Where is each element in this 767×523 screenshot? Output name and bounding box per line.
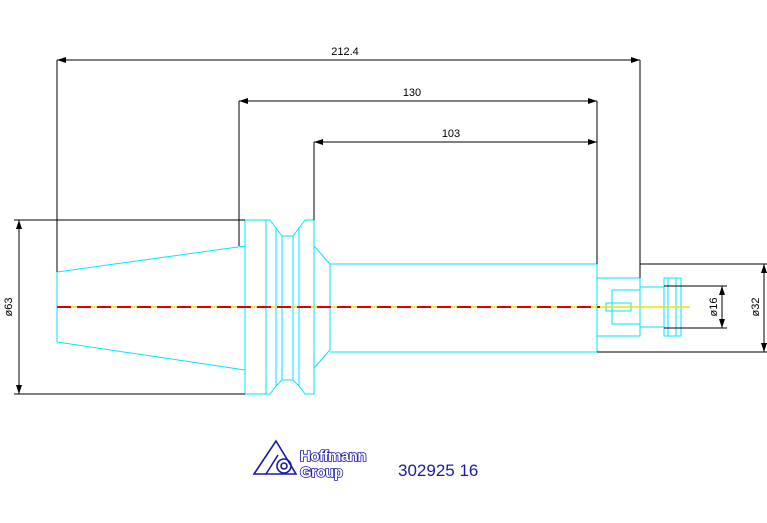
- arrow: [761, 264, 767, 273]
- arrow: [761, 343, 767, 352]
- dim-label-d32: ø32: [750, 298, 762, 317]
- arrow: [16, 220, 22, 229]
- arrow: [239, 98, 248, 104]
- dimension-lines: [14, 59, 767, 395]
- arrow: [588, 139, 597, 145]
- dim-label-flange: 103: [442, 128, 460, 140]
- arrow: [631, 57, 640, 63]
- hoffmann-logo-icon: [252, 439, 298, 475]
- dim-label-d16: ø16: [708, 298, 720, 317]
- arrow: [57, 57, 66, 63]
- arrowheads: [16, 57, 767, 394]
- arrow: [588, 98, 597, 104]
- brand-logo: Hoffmann Group: [252, 439, 368, 482]
- brand-line1: Hoffmann: [300, 448, 366, 465]
- dim-label-d63: ø63: [3, 298, 15, 317]
- arrow: [719, 286, 725, 295]
- arrow: [314, 139, 323, 145]
- dim-label-overall: 212.4: [331, 46, 359, 58]
- arrow: [16, 385, 22, 394]
- part-number: 302925 16: [398, 461, 478, 480]
- brand-line2: Group: [300, 464, 343, 481]
- dim-label-gauge: 130: [403, 87, 421, 99]
- arrow: [719, 319, 725, 328]
